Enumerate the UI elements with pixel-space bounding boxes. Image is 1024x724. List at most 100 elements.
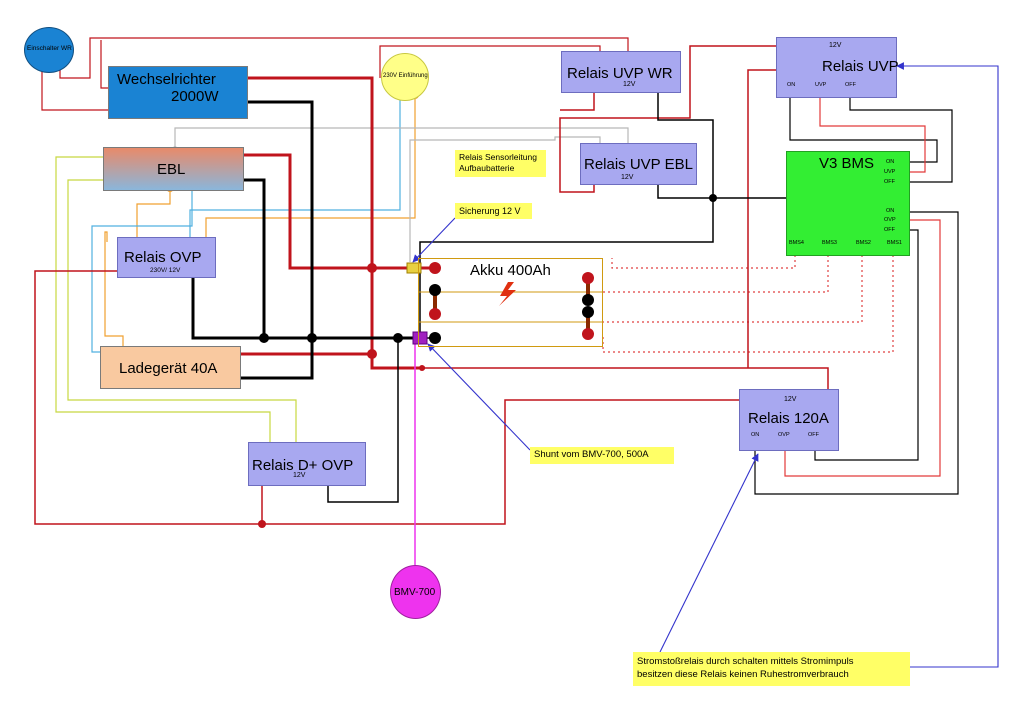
- fuse-icon: [406, 262, 422, 274]
- wire-bms4: [611, 250, 796, 269]
- junction-dot: [393, 333, 403, 343]
- relais-uvp-wr-title: Relais UVP WR: [567, 65, 673, 82]
- junction-dot: [259, 333, 269, 343]
- relais-uvp-wr-rating: 12V: [623, 81, 636, 88]
- ebl-title: EBL: [157, 161, 186, 178]
- relais-uvp-uvp-label: UVP: [815, 82, 827, 88]
- relais-uvp-ebl-rating: 12V: [621, 174, 634, 181]
- wire-pos-120a: [425, 367, 829, 398]
- relais-120a-off-label: OFF: [808, 432, 819, 438]
- note-sensorleitung: Relais Sensorleitung Aufbaubatterie: [455, 150, 546, 177]
- wire-bms3: [603, 250, 829, 293]
- wechselrichter-title: Wechselrichter: [117, 71, 216, 88]
- bms-pin-off: OFF: [884, 179, 895, 185]
- relais-120a-box[interactable]: 12V Relais 120A ON OVP OFF: [739, 389, 839, 451]
- wire-gray-1: [174, 127, 629, 151]
- bmv-700-monitor[interactable]: BMV-700: [390, 565, 441, 619]
- wire-orange-3: [104, 231, 124, 351]
- bms-pin-on2: ON: [886, 208, 895, 214]
- note-stromstossrelais: Stromstoßrelais durch schalten mittels S…: [633, 652, 910, 686]
- wire-blue-2: [91, 185, 193, 353]
- bms-pin-bms2: BMS2: [856, 240, 871, 246]
- note-sicherung: Sicherung 12 V: [455, 203, 532, 219]
- lightning-icon: [499, 282, 516, 306]
- junction-dot: [258, 520, 266, 528]
- wire-120-off: [814, 229, 919, 461]
- terminal-negative: [429, 284, 441, 296]
- wire-einschalter-2: [59, 37, 629, 79]
- relais-ovp-box[interactable]: Relais OVP 230V/ 12V: [117, 237, 216, 278]
- terminal-negative: [582, 294, 594, 306]
- wechselrichter-box[interactable]: Wechselrichter 2000W: [108, 66, 248, 119]
- bms-pin-bms1: BMS1: [887, 240, 902, 246]
- wire-uvp-off: [849, 93, 953, 183]
- wire-uvp-uvp: [819, 93, 926, 173]
- wire-pos-uvp2: [747, 69, 791, 368]
- ladegeraet-title: Ladegerät 40A: [119, 360, 218, 377]
- junction-dot: [367, 349, 377, 359]
- v3-bms-box[interactable]: V3 BMS ON UVP OFF ON OVP OFF BMS4 BMS3 B…: [786, 151, 910, 256]
- wire-pos-uvp: [559, 45, 791, 193]
- bms-pin-bms4: BMS4: [789, 240, 804, 246]
- wire-pos-ovp: [34, 270, 783, 525]
- wire-pos-wr: [238, 76, 425, 370]
- note-shunt: Shunt vom BMV-700, 500A: [530, 447, 674, 464]
- junction-dot: [367, 263, 377, 273]
- relais-ovp-title: Relais OVP: [124, 249, 202, 266]
- einschalter-wr-switch[interactable]: Einschalter WR: [24, 27, 74, 73]
- wire-bms2: [603, 250, 863, 323]
- arrow-to-uvp: [896, 62, 999, 668]
- relais-uvp-on-label: ON: [787, 82, 796, 88]
- einfuehrung-label: 230V Einführung: [383, 73, 428, 79]
- wire-neg-wr: [233, 100, 314, 380]
- akku-box[interactable]: [418, 258, 603, 347]
- wire-neg-dplus: [327, 338, 399, 503]
- ladegeraet-box[interactable]: Ladegerät 40A: [100, 346, 241, 389]
- wire-gray-2: [409, 136, 601, 262]
- relais-120a-rating: 12V: [784, 396, 797, 403]
- bms-pin-off2: OFF: [884, 227, 895, 233]
- terminal-positive: [582, 328, 594, 340]
- relais-uvp-title: Relais UVP: [822, 58, 899, 75]
- wire-120-ovp: [784, 219, 941, 477]
- relais-120a-title: Relais 120A: [748, 410, 829, 427]
- bms-pin-on: ON: [886, 159, 895, 165]
- einschalter-label: Einschalter WR: [27, 45, 72, 52]
- relais-ovp-rating: 230V/ 12V: [150, 267, 181, 274]
- relais-dplus-title: Relais D+ OVP: [252, 457, 354, 474]
- bms-pin-ovp: OVP: [884, 217, 896, 223]
- terminal-positive: [582, 272, 594, 284]
- relais-uvp-wr-box[interactable]: Relais UVP WR 12V: [561, 51, 681, 93]
- terminal-positive: [429, 262, 441, 274]
- wire-yg-2: [67, 179, 297, 448]
- terminal-negative: [429, 332, 441, 344]
- v3-bms-title: V3 BMS: [819, 155, 875, 172]
- relais-120a-ovp-label: OVP: [778, 432, 790, 438]
- relais-uvp-rating: 12V: [829, 42, 842, 49]
- relais-dplus-box[interactable]: Relais D+ OVP 12V: [248, 442, 366, 486]
- wire-einschalter-1: [41, 64, 115, 111]
- wire-neg-ebl: [236, 178, 420, 340]
- relais-120a-on-label: ON: [751, 432, 760, 438]
- arrow-stromstoss: [659, 453, 759, 653]
- akku-title: Akku 400Ah: [470, 262, 551, 279]
- bmv-label: BMV-700: [394, 587, 436, 598]
- einfuehrung-230v[interactable]: 230V Einführung: [381, 53, 429, 101]
- junction-dot: [709, 194, 717, 202]
- relais-uvp-box[interactable]: 12V Relais UVP ON UVP OFF: [776, 37, 899, 98]
- junction-dot: [307, 333, 317, 343]
- wire-pos-uvpwr: [560, 86, 595, 111]
- bms-pin-bms3: BMS3: [822, 240, 837, 246]
- wire-neg-uvpwr: [657, 86, 714, 198]
- relais-uvp-ebl-title: Relais UVP EBL: [584, 156, 693, 173]
- bms-pin-uvp: UVP: [884, 169, 896, 175]
- junction-dot: [419, 365, 425, 371]
- terminal-negative: [582, 306, 594, 318]
- ebl-box[interactable]: EBL: [103, 147, 244, 191]
- relais-uvp-off-label: OFF: [845, 82, 856, 88]
- wire-120-on: [754, 211, 959, 495]
- relais-uvp-ebl-box[interactable]: Relais UVP EBL 12V: [580, 143, 697, 185]
- arrow-fuse: [412, 217, 456, 263]
- wire-uvp-on: [789, 88, 938, 163]
- wechselrichter-subtitle: 2000W: [171, 88, 219, 105]
